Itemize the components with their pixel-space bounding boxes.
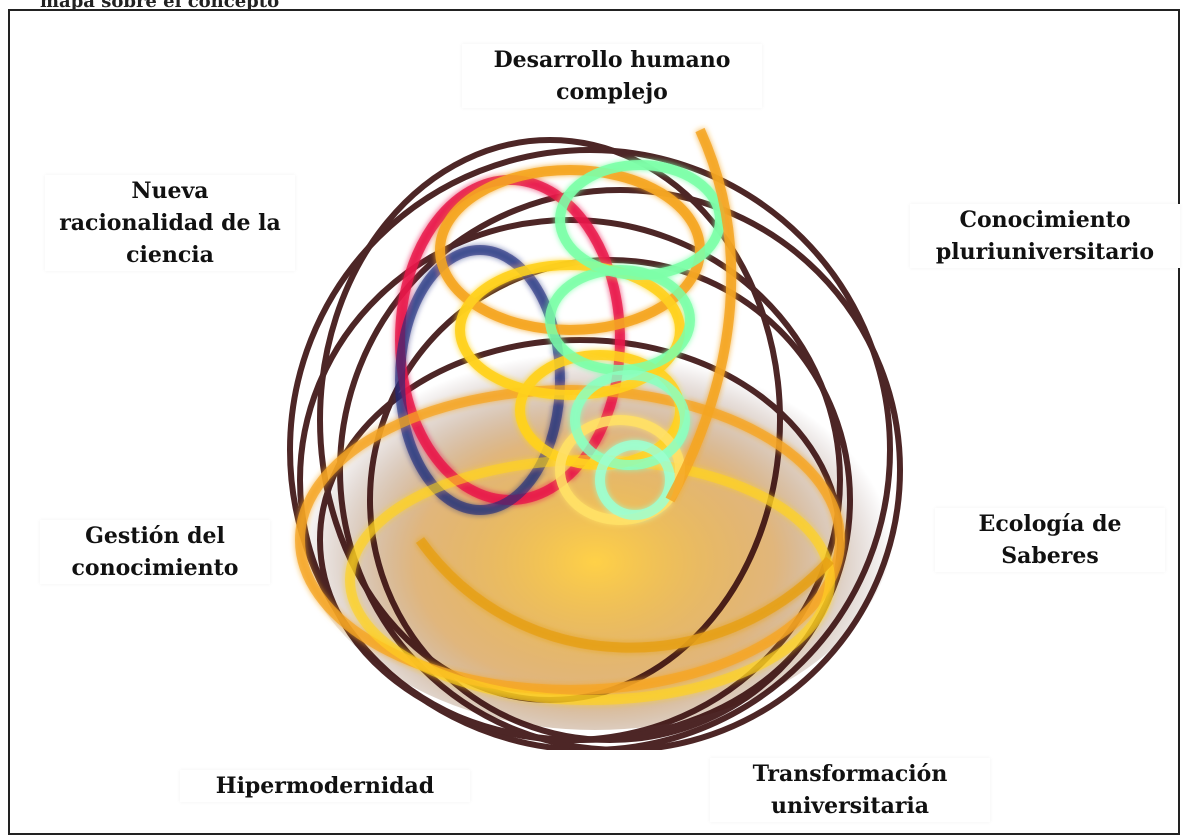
concept-bottom-left-line1: Hipermodernidad xyxy=(180,770,470,802)
concept-bottom-left: Hipermodernidad xyxy=(180,770,470,802)
concept-center-line2: complejo xyxy=(462,76,762,108)
concept-top-right-line2: pluriuniversitario xyxy=(910,236,1180,268)
concept-center-line1: Desarrollo humano xyxy=(462,44,762,76)
concept-bottom-right-line1: Transformación xyxy=(710,758,990,790)
concept-mid-right-line1: Ecología de xyxy=(935,508,1165,540)
concept-top-right-line1: Conocimiento xyxy=(910,204,1180,236)
concept-top-left-line2: racionalidad de la xyxy=(45,207,295,239)
concept-mid-left: Gestión del conocimiento xyxy=(40,520,270,584)
concept-bottom-right-line2: universitaria xyxy=(710,790,990,822)
concept-mid-left-line1: Gestión del xyxy=(40,520,270,552)
concept-top-left-line1: Nueva xyxy=(45,175,295,207)
concept-top-left: Nueva racionalidad de la ciencia xyxy=(45,175,295,271)
cropped-caption: mapa sobre el concepto xyxy=(0,0,1183,9)
concept-top-left-line3: ciencia xyxy=(45,239,295,271)
light-swirl-image xyxy=(270,120,920,750)
cropped-caption-text: mapa sobre el concepto xyxy=(40,0,279,9)
concept-mid-right-line2: Saberes xyxy=(935,540,1165,572)
concept-mid-left-line2: conocimiento xyxy=(40,552,270,584)
concept-bottom-right: Transformación universitaria xyxy=(710,758,990,822)
concept-mid-right: Ecología de Saberes xyxy=(935,508,1165,572)
concept-center: Desarrollo humano complejo xyxy=(462,44,762,108)
concept-top-right: Conocimiento pluriuniversitario xyxy=(910,204,1180,268)
